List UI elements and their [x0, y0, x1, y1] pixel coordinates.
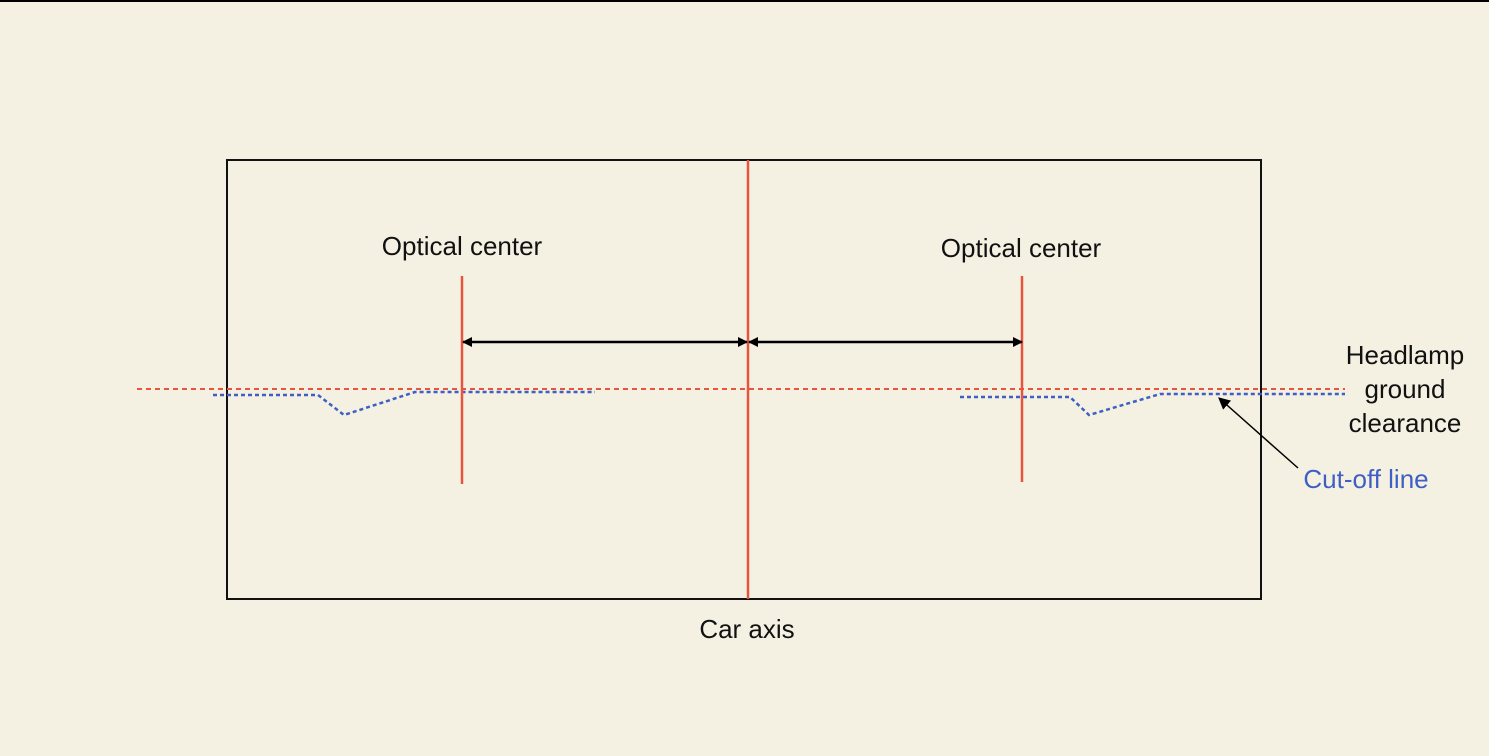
cutoff-line-left [213, 390, 595, 417]
cutoff-line-right [960, 392, 1345, 417]
aiming-screen-frame [226, 159, 1262, 600]
cutoff-line-label: Cut-off line [1303, 464, 1428, 494]
optical-center-right-label: Optical center [941, 233, 1102, 263]
headlamp-label-line3: clearance [1349, 408, 1462, 438]
car-axis-label: Car axis [699, 614, 794, 644]
headlamp-label-line1: Headlamp [1346, 340, 1465, 370]
cutoff-leader-arrow [1218, 397, 1299, 469]
optical-center-left-label: Optical center [382, 231, 543, 261]
top-border [0, 0, 1489, 2]
headlamp-label-line2: ground [1365, 374, 1446, 404]
